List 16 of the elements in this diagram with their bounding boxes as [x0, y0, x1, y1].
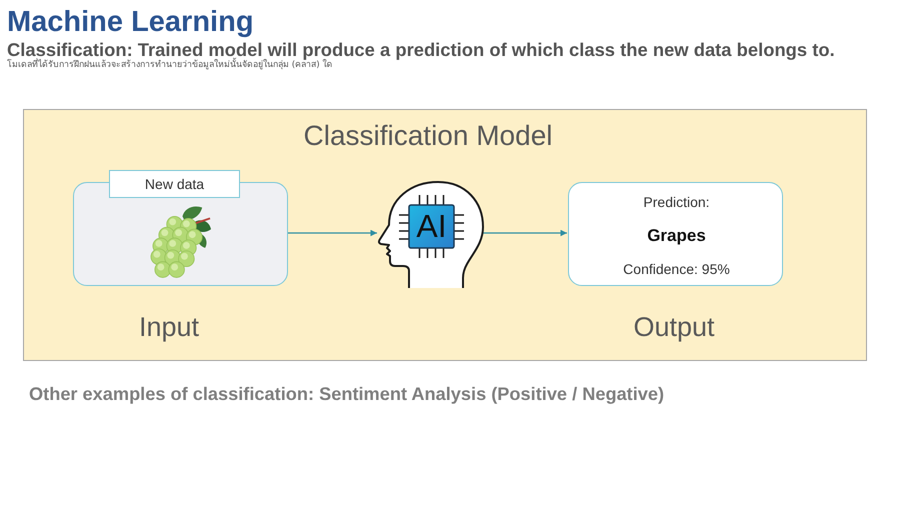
confidence-text: Confidence: 95%	[623, 260, 730, 278]
panel-title: Classification Model	[304, 120, 552, 152]
title-tab: New data	[109, 170, 240, 198]
arrow	[287, 230, 377, 236]
result-text: Grapes	[647, 226, 706, 246]
output-box	[568, 182, 783, 286]
translation-text: โมเดลที่ได้รับการฝึกฝนแล้วจะสร้างการทำนายว่าข้อมูลใหม่นั้นจัดอยู่ในกลุ่ม (คลาส) ใด	[7, 60, 332, 71]
head-picture	[378, 181, 484, 288]
node-label: Input	[138, 312, 200, 344]
heading-text: Prediction:	[643, 194, 710, 210]
model-panel	[23, 109, 867, 361]
note-text: Other examples of classification: Sentiment Analysis (Positive / Negative)	[29, 384, 664, 404]
arrow	[483, 230, 567, 236]
page-title: Machine Learning	[7, 6, 254, 40]
chip-label: AI	[416, 208, 447, 245]
node-label: Output	[633, 312, 715, 344]
